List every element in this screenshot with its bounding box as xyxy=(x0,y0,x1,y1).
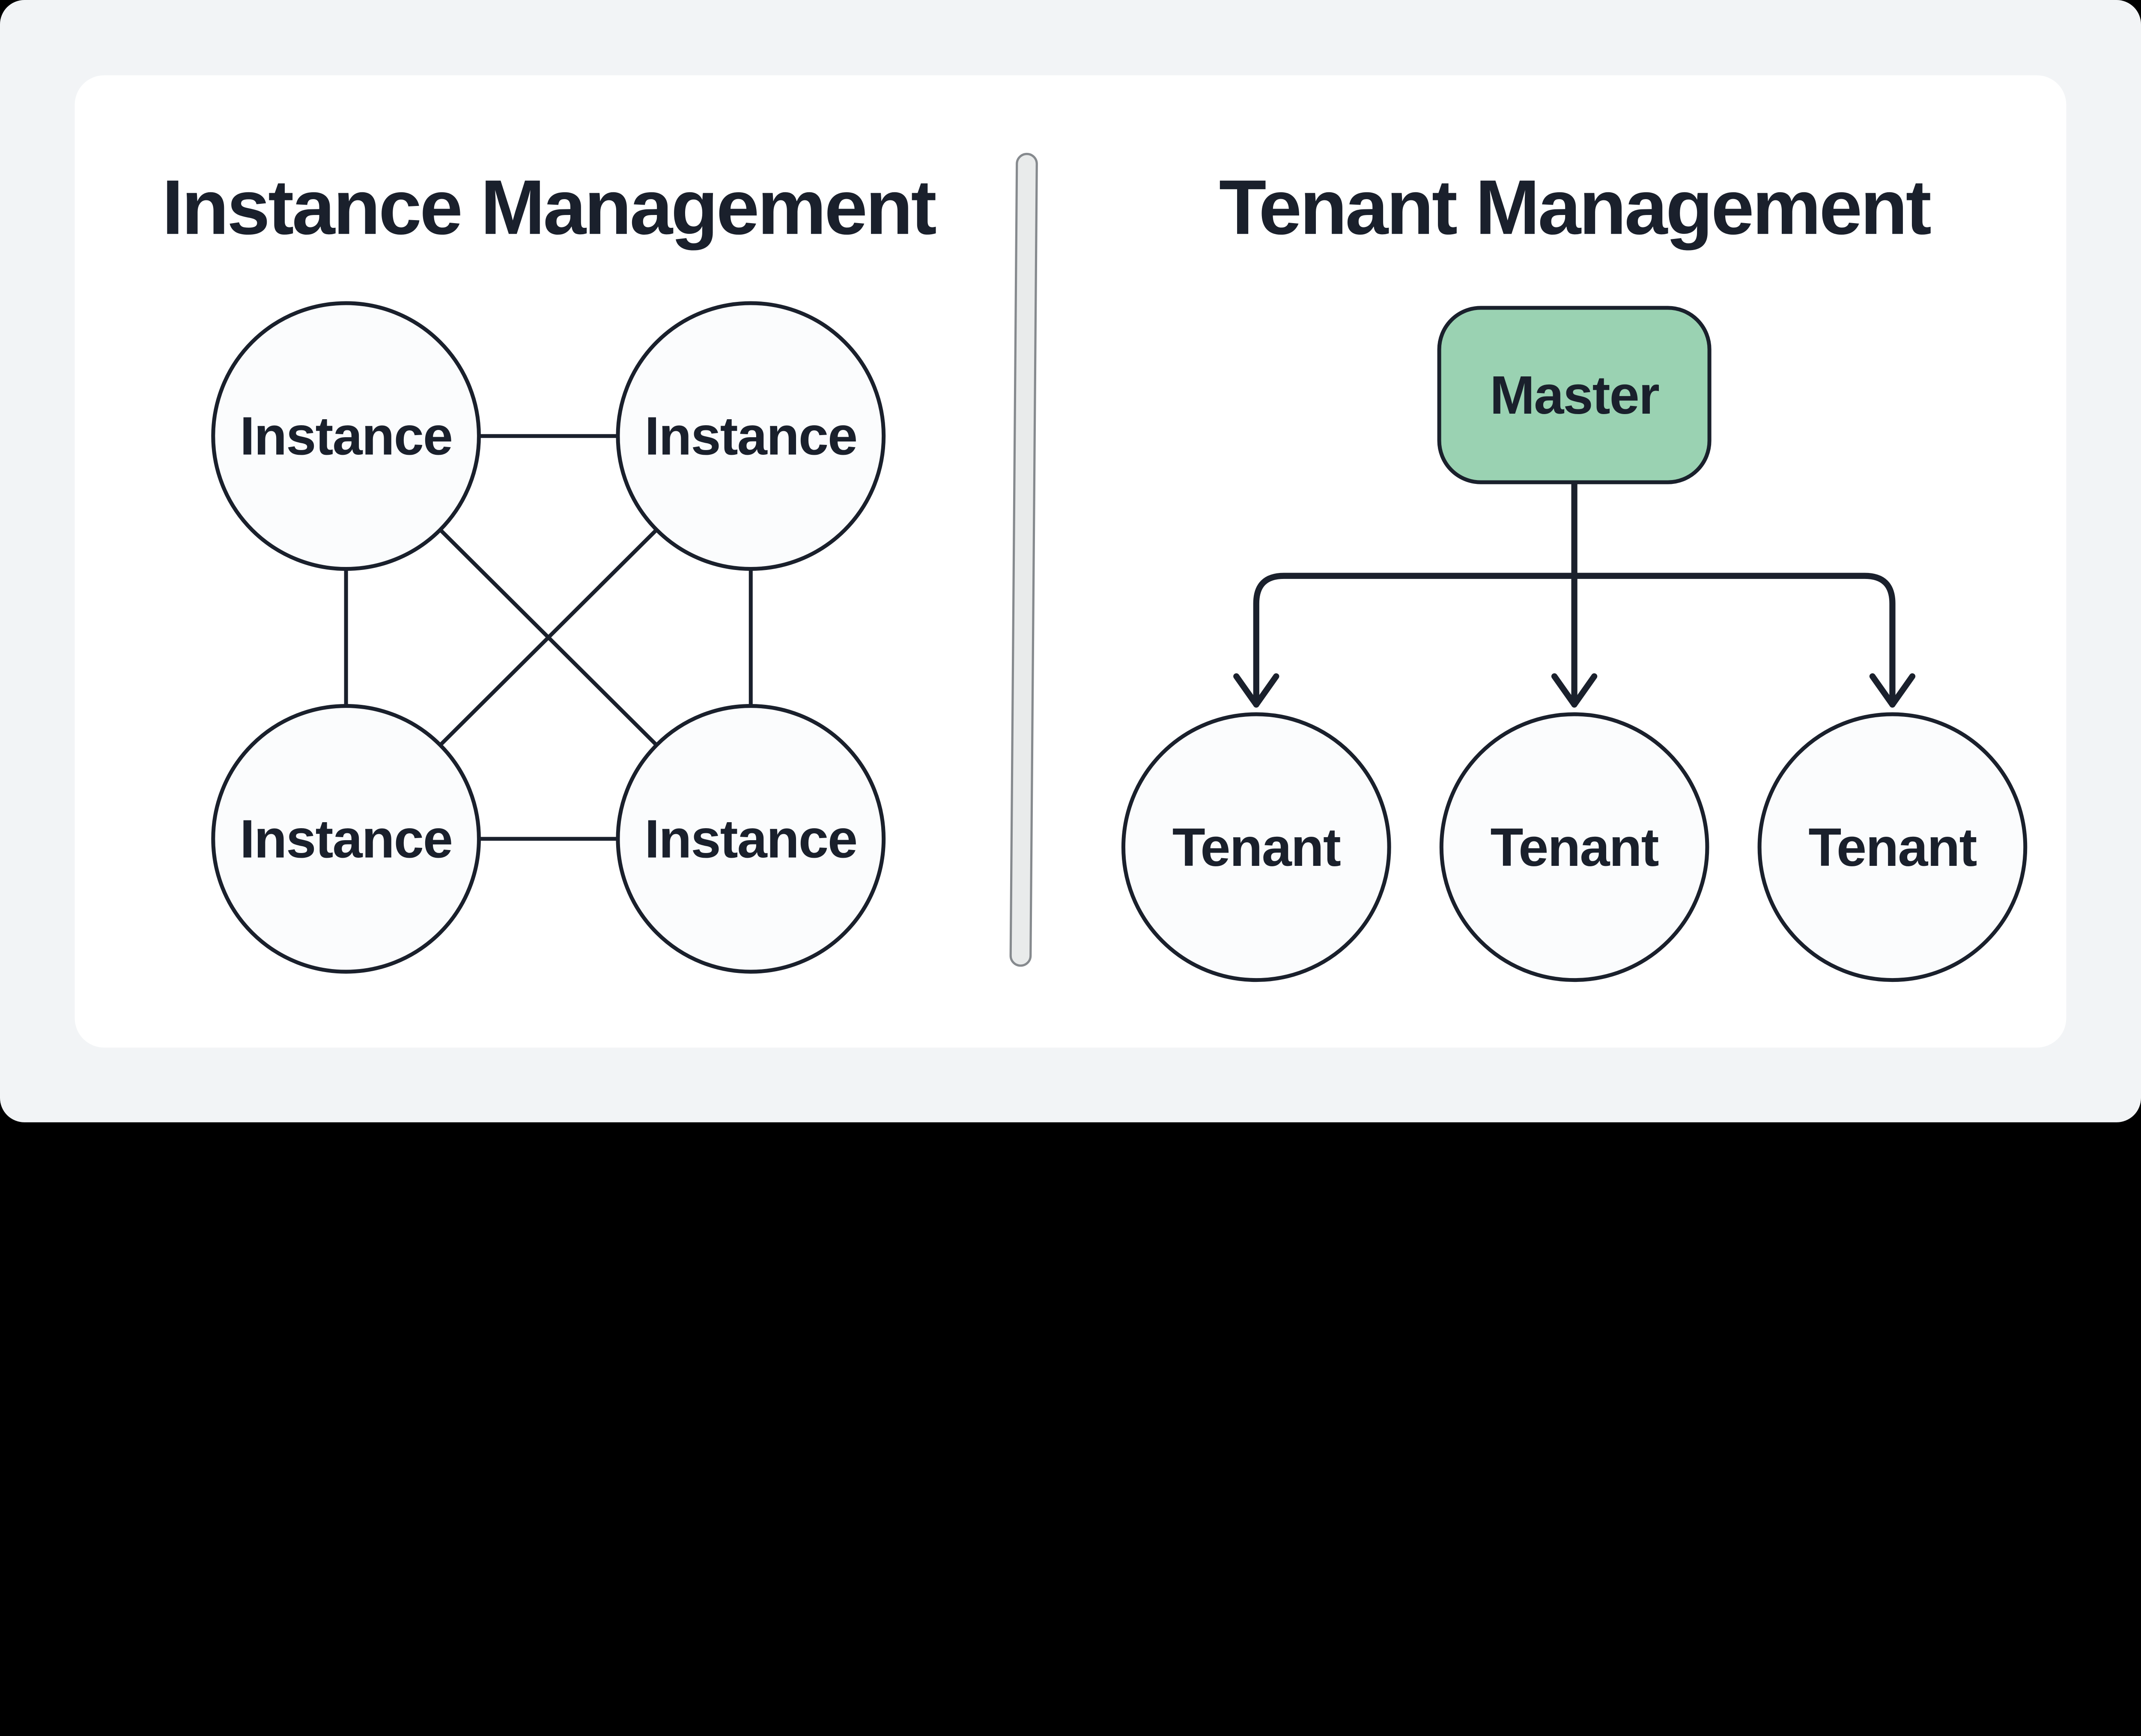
tenant-node-1 xyxy=(1121,712,1391,982)
instance-node-1 xyxy=(211,301,481,571)
tenant-node-label-2: Tenant xyxy=(1491,817,1659,877)
instance-node-3 xyxy=(211,704,481,974)
instance-node-label-3: Instance xyxy=(240,808,452,869)
right-panel: Tenant Management Master xyxy=(1121,164,2028,982)
left-panel: Instance Management Instance Instan xyxy=(162,164,938,974)
connector-branch xyxy=(1253,573,1896,708)
instance-node-label-4: Instance xyxy=(644,808,857,869)
arrowhead-down-icon-left xyxy=(1233,673,1279,708)
instance-node-label-1: Instance xyxy=(240,406,452,466)
tenant-node-2 xyxy=(1439,712,1709,982)
architecture-comparison-diagram: Instance Management Instance Instan xyxy=(0,0,2141,1122)
diagram-stage: Instance Management Instance Instan xyxy=(0,0,2141,1122)
instance-node-4 xyxy=(616,704,886,974)
master-node xyxy=(1437,306,1712,484)
tenant-node-label-3: Tenant xyxy=(1808,817,1977,877)
tenant-nodes xyxy=(1121,712,2028,982)
left-panel-title: Instance Management xyxy=(162,164,936,251)
master-tenant-connectors xyxy=(1233,479,1916,708)
instance-nodes xyxy=(211,301,886,974)
tenant-node-label-1: Tenant xyxy=(1172,817,1341,877)
instance-node-2 xyxy=(616,301,886,571)
instance-node-label-2: Instance xyxy=(644,406,857,466)
right-panel-title: Tenant Management xyxy=(1219,164,1931,251)
tenant-node-3 xyxy=(1757,712,2028,982)
master-node-label: Master xyxy=(1490,365,1659,425)
arrowhead-down-icon-right xyxy=(1869,673,1916,708)
arrowhead-down-icon-middle xyxy=(1551,673,1598,708)
panel-divider xyxy=(1009,152,1038,967)
